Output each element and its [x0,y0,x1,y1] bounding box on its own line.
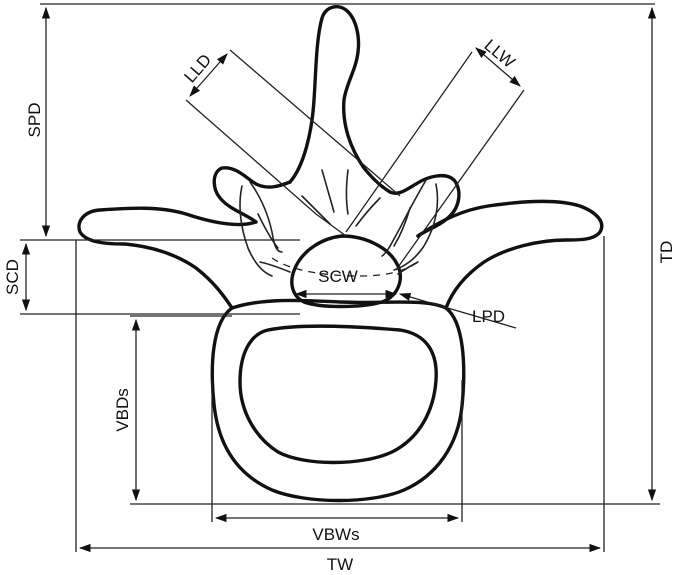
llw-extension-left [345,51,473,233]
llw-dimension-line [475,47,521,87]
lld-extension-tip [315,213,347,237]
lld-dimension-line [189,53,228,97]
label-lpd: LPD [472,307,505,326]
pedicle-left-mark [259,261,291,273]
label-vbws: VBWs [312,525,359,544]
vertebral-body-inner [238,324,438,465]
spinal-canal [290,234,402,309]
facet-details [239,169,439,277]
label-llw: LLW [481,36,519,72]
lld-extension-bottom [185,99,317,215]
left-facet-inner [239,185,273,277]
spinous-base-line [321,169,335,213]
label-vbds: VBDs [113,388,132,431]
lamina-ridge-left [301,195,331,225]
spinous-process [288,5,392,194]
label-tw: TW [327,555,353,574]
left-transverse-process [77,206,258,310]
measurement-lines [20,3,660,553]
spinous-base-line-2 [345,169,349,215]
label-td: TD [657,241,676,264]
right-facet-inner [393,183,439,271]
label-scd: SCD [3,259,22,295]
lld-extension-top [229,49,401,197]
label-scw: SCW [318,267,358,286]
vertebral-body-outer [210,298,466,503]
canal-dashed-curve [271,257,419,277]
right-facet-tip [393,207,411,247]
vertebra-outline [77,5,604,503]
right-facet [381,179,427,257]
left-facet [249,181,283,253]
lamina-ridge-right [355,197,381,227]
right-transverse-process [416,199,604,310]
lpd-dimension-line [398,293,517,329]
label-spd: SPD [25,103,44,138]
left-facet-tip [257,213,279,249]
left-lamina [212,166,292,224]
label-lld: LLD [180,50,215,86]
llw-extension-right [395,89,525,271]
